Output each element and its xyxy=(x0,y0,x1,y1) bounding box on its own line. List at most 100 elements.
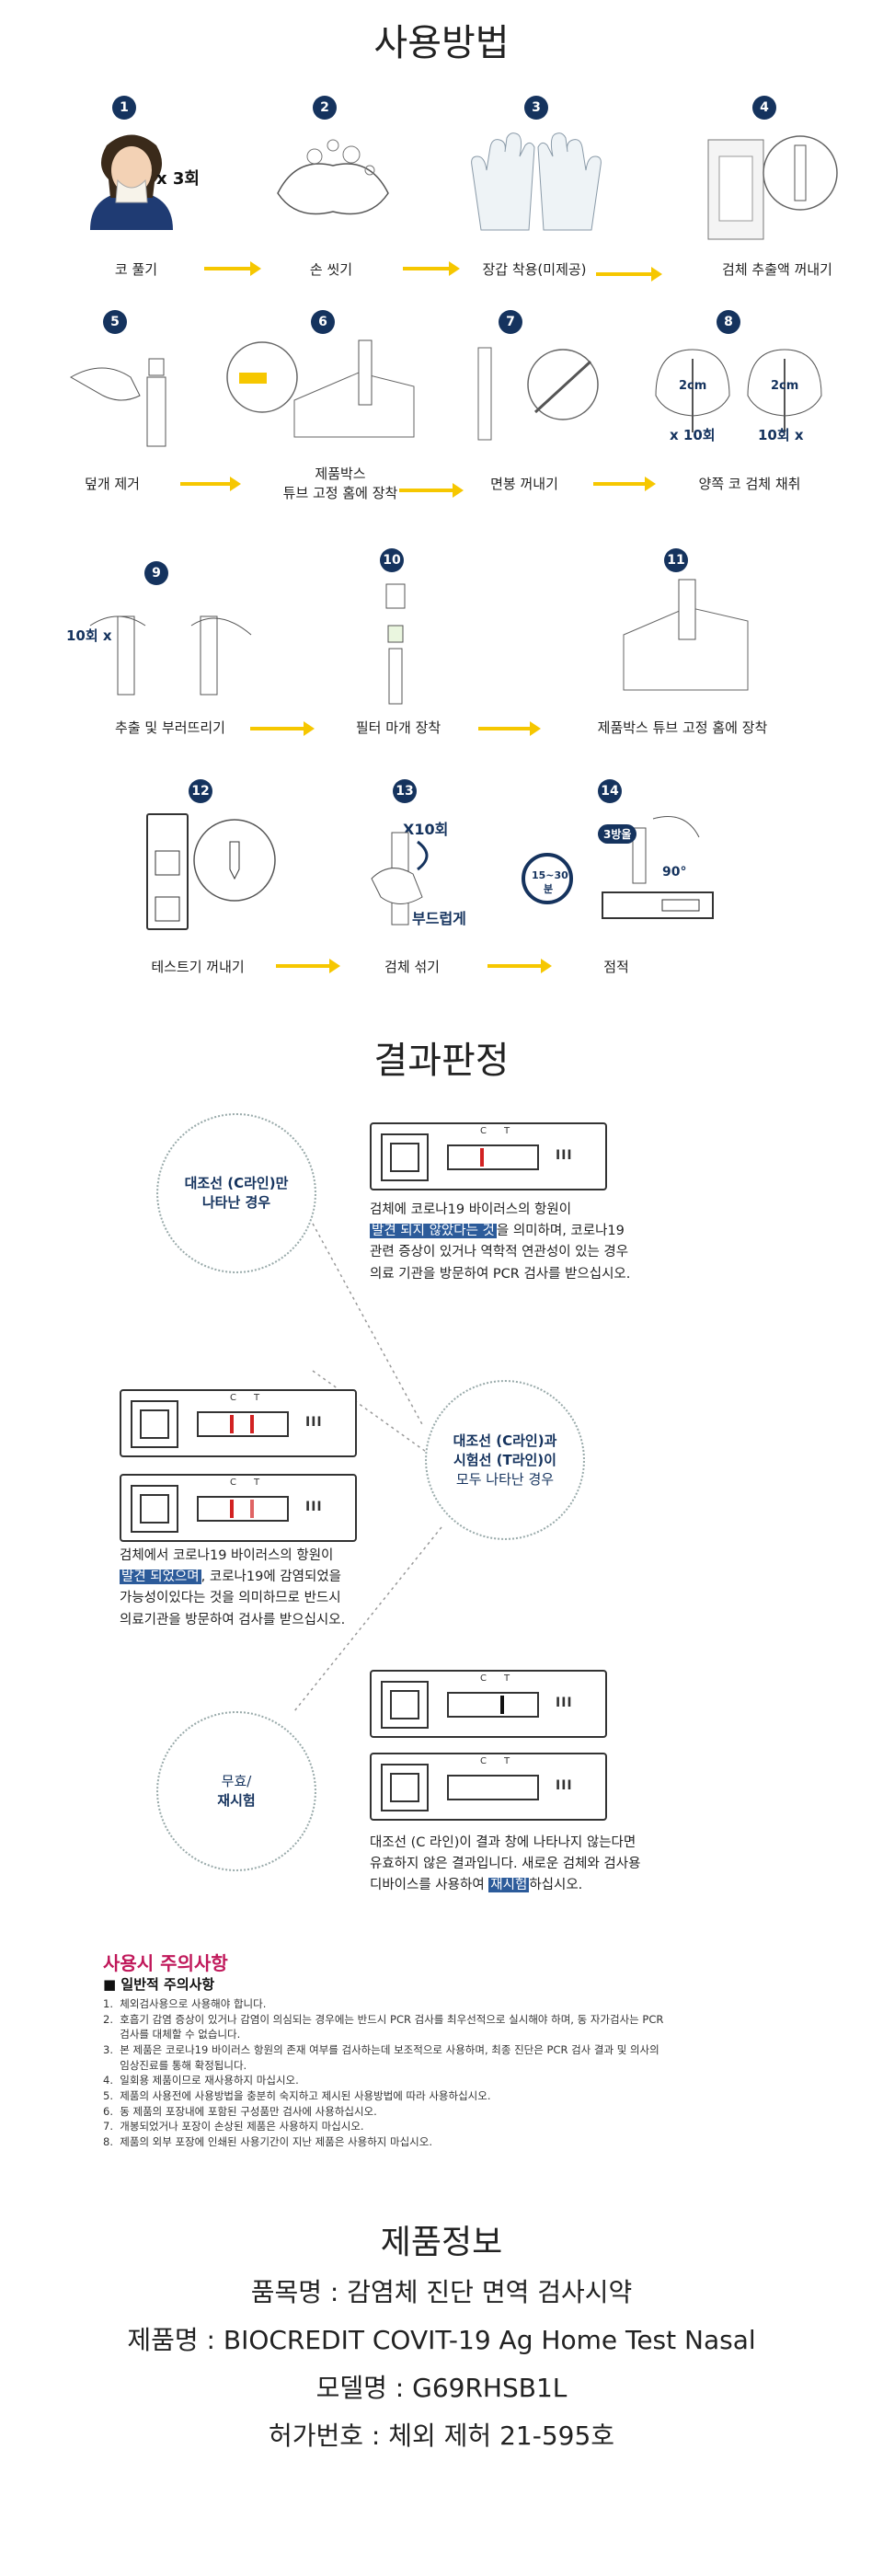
arrow-2-3 xyxy=(403,261,460,276)
negative-circle: 대조선 (C라인)만 나타난 경우 xyxy=(156,1113,316,1273)
step-badge-6: 6 xyxy=(311,310,335,334)
step-14-drops: 3방울 xyxy=(598,824,637,844)
product-model: 모델명 : G69RHSB1L xyxy=(315,2373,568,2403)
positive-line-3: 가능성이있다는 것을 의미하므로 반드시 xyxy=(120,1591,341,1606)
caution-item: 검사를 대체할 수 없습니다. xyxy=(103,2028,241,2041)
step-14-timer: 15~30분 xyxy=(532,869,568,895)
step-badge-8: 8 xyxy=(717,310,740,334)
step-badge-5: 5 xyxy=(103,310,127,334)
cassette-invalid-2: C T III xyxy=(370,1753,607,1821)
step-8-note-right: 10회 x xyxy=(758,427,804,443)
step-8-dist-left: 2cm xyxy=(679,379,707,393)
caution-item: 1. 체외검사용으로 사용해야 합니다. xyxy=(103,1997,267,2010)
t-line-mark xyxy=(500,1696,504,1714)
cassette-positive-1: C T III xyxy=(120,1389,357,1457)
cassette-t-label: T xyxy=(504,1126,510,1136)
arrow-12-13 xyxy=(276,959,340,973)
step-badge-10: 10 xyxy=(380,548,404,572)
step-badge-12: 12 xyxy=(189,779,212,803)
step-3-illustration xyxy=(471,132,602,231)
invalid-line-3-post: 하십시오. xyxy=(529,1878,583,1893)
step-7-illustration xyxy=(477,347,599,441)
step-9-caption: 추출 및 부러뜨리기 xyxy=(115,719,225,736)
arrow-6-7 xyxy=(399,483,464,498)
step-14-angle: 90° xyxy=(662,865,687,880)
cassette-c-label: C xyxy=(230,1393,236,1403)
usage-title: 사용방법 xyxy=(373,22,510,64)
step-6-caption: 제품박스 튜브 고정 홈에 장착 xyxy=(282,466,398,501)
cassette-c-label: C xyxy=(480,1756,487,1766)
result-connectors xyxy=(293,1223,442,1712)
arrow-1-2 xyxy=(204,261,261,276)
step-6-illustration xyxy=(226,339,415,438)
step-4-caption: 검체 추출액 꺼내기 xyxy=(722,261,832,278)
step-3-caption: 장갑 착용(미제공) xyxy=(482,261,587,278)
caution-list: 1. 체외검사용으로 사용해야 합니다. 2. 호흡기 감염 증상이 있거나 감… xyxy=(103,1996,784,2150)
step-12-illustration xyxy=(146,813,276,930)
cassette-c-label: C xyxy=(480,1673,487,1684)
positive-description: 검체에서 코로나19 바이러스의 항원이 발견 되었으며, 코로나19에 감염되… xyxy=(120,1546,423,1631)
c-line-mark xyxy=(230,1500,234,1518)
step-2-caption: 손 씻기 xyxy=(309,261,353,278)
step-9-note: 10회 x xyxy=(66,627,112,644)
invalid-circle-line-2: 재시험 xyxy=(217,1792,256,1809)
step-12-caption: 테스트기 꺼내기 xyxy=(151,959,245,975)
step-8-note-left: x 10회 xyxy=(670,427,716,443)
arrow-5-6 xyxy=(180,477,241,491)
step-13-note-bottom: 부드럽게 xyxy=(412,910,466,927)
step-1-note: x 3회 xyxy=(156,169,200,189)
step-4-illustration xyxy=(707,135,838,240)
negative-line-2: 을 의미하며, 코로나19 xyxy=(496,1224,625,1239)
caution-item: 4. 일회용 제품이므로 재사용하지 마십시오. xyxy=(103,2074,299,2087)
step-badge-9: 9 xyxy=(144,561,168,585)
cassette-t-label: T xyxy=(254,1478,260,1488)
step-8-dist-right: 2cm xyxy=(771,379,799,393)
step-13-illustration xyxy=(371,832,429,926)
c-line-mark xyxy=(230,1415,234,1433)
positive-circle-suffix1: 과 xyxy=(544,1432,557,1449)
step-11-illustration xyxy=(623,579,749,691)
step-badge-11: 11 xyxy=(664,548,688,572)
step-10-caption: 필터 마개 장착 xyxy=(355,719,442,736)
step-13-caption: 검체 섞기 xyxy=(384,959,440,975)
step-badge-7: 7 xyxy=(499,310,522,334)
arrow-13-14 xyxy=(487,959,552,973)
invalid-description: 대조선 (C 라인)이 결과 창에 나타나지 않는다면 유효하지 않은 결과입니… xyxy=(370,1833,682,1897)
step-5-caption: 덮개 제거 xyxy=(85,476,140,492)
arrow-3-4 xyxy=(596,267,662,282)
positive-line-4: 의료기관을 방문하여 검사를 받으십시오. xyxy=(120,1612,346,1627)
product-license: 허가번호 : 체외 제허 21-595호 xyxy=(268,2421,615,2451)
caution-title: 사용시 주의사항 xyxy=(103,1952,228,1974)
positive-circle-suffix2: 이 xyxy=(544,1451,556,1468)
positive-circle: 대조선 (C라인)과 시험선 (T라인)이 모두 나타난 경우 xyxy=(425,1380,585,1540)
cassette-invalid-1: C T III xyxy=(370,1670,607,1738)
caution-item: 2. 호흡기 감염 증상이 있거나 감염이 의심되는 경우에는 반드시 PCR … xyxy=(103,2012,664,2026)
positive-circle-t-line: 시험선 (T라인) xyxy=(453,1451,545,1468)
step-14-illustration xyxy=(522,816,714,919)
step-8-caption: 양쪽 코 검체 채취 xyxy=(698,476,801,492)
step-5-illustration xyxy=(69,358,166,447)
negative-line-3: 관련 증상이 있거나 역학적 연관성이 있는 경우 xyxy=(370,1245,629,1260)
invalid-line-3-pre: 디바이스를 사용하여 xyxy=(370,1878,489,1893)
caution-subtitle: ■ 일반적 주의사항 xyxy=(103,1976,215,1993)
step-2-illustration xyxy=(277,139,389,215)
step-7-caption: 면봉 꺼내기 xyxy=(490,476,558,492)
invalid-highlight: 재시험 xyxy=(488,1878,530,1893)
cassette-c-label: C xyxy=(480,1126,487,1136)
step-1-illustration xyxy=(90,134,173,230)
caution-item: 7. 개봉되었거나 포장이 손상된 제품은 사용하지 마십시오. xyxy=(103,2120,364,2133)
negative-circle-c-line: 대조선 (C라인) xyxy=(184,1175,276,1191)
step-8-illustration xyxy=(655,349,822,432)
caution-item: 3. 본 제품은 코로나19 바이러스 항원의 존재 여부를 검사하는데 보조적… xyxy=(103,2043,659,2057)
step-badge-1: 1 xyxy=(112,96,136,120)
positive-circle-case: 모두 나타난 경우 xyxy=(455,1470,555,1488)
t-line-mark xyxy=(250,1415,254,1433)
step-badge-13: 13 xyxy=(393,779,417,803)
step-10-illustration xyxy=(385,583,406,705)
cassette-t-label: T xyxy=(254,1393,260,1403)
cassette-negative: C T III xyxy=(370,1122,607,1190)
negative-highlight: 발견 되지 않았다는 것 xyxy=(370,1224,497,1239)
cassette-t-label: T xyxy=(504,1673,510,1684)
product-item-name: 품목명 : 감염체 진단 면역 검사시약 xyxy=(250,2277,633,2307)
